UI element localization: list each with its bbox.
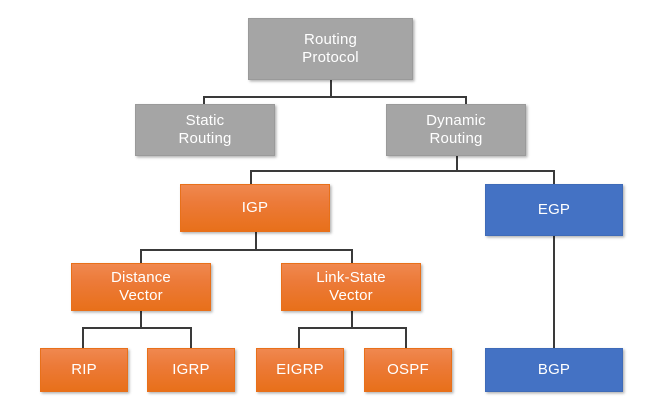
connector-static-routing-drop	[203, 96, 205, 105]
node-eigrp[interactable]: EIGRP	[256, 348, 344, 392]
connector-igp-drop	[250, 170, 252, 185]
connector-distance-vector-drop	[140, 249, 142, 264]
node-igp[interactable]: IGP	[180, 184, 330, 232]
node-routing-protocol[interactable]: Routing Protocol	[248, 18, 413, 80]
node-rip[interactable]: RIP	[40, 348, 128, 392]
node-igrp[interactable]: IGRP	[147, 348, 235, 392]
connector-egp-drop	[553, 170, 555, 185]
connector-eigrp-drop	[298, 327, 300, 349]
node-ospf[interactable]: OSPF	[364, 348, 452, 392]
node-bgp[interactable]: BGP	[485, 348, 623, 392]
connector-level4-bus	[140, 249, 352, 251]
connector-link-state-stem	[351, 311, 353, 328]
connector-rip-drop	[82, 327, 84, 349]
connector-dynamic-stem	[456, 156, 458, 172]
connector-igrp-drop	[190, 327, 192, 349]
connector-ospf-drop	[405, 327, 407, 349]
connector-egp-to-bgp	[553, 236, 555, 349]
connector-distance-vector-stem	[140, 311, 142, 328]
node-static-routing[interactable]: Static Routing	[135, 104, 275, 156]
connector-ls-leaf-bus	[298, 327, 406, 329]
connector-link-state-drop	[351, 249, 353, 264]
node-dynamic-routing[interactable]: Dynamic Routing	[386, 104, 526, 156]
connector-level2-bus	[203, 96, 467, 98]
node-distance-vector[interactable]: Distance Vector	[71, 263, 211, 311]
node-egp[interactable]: EGP	[485, 184, 623, 236]
connector-root-stem	[330, 80, 332, 97]
connector-dynamic-routing-drop	[465, 96, 467, 105]
connector-level3-bus	[250, 170, 555, 172]
connector-igp-stem	[255, 232, 257, 250]
connector-dv-leaf-bus	[82, 327, 191, 329]
node-link-state-vector[interactable]: Link-State Vector	[281, 263, 421, 311]
